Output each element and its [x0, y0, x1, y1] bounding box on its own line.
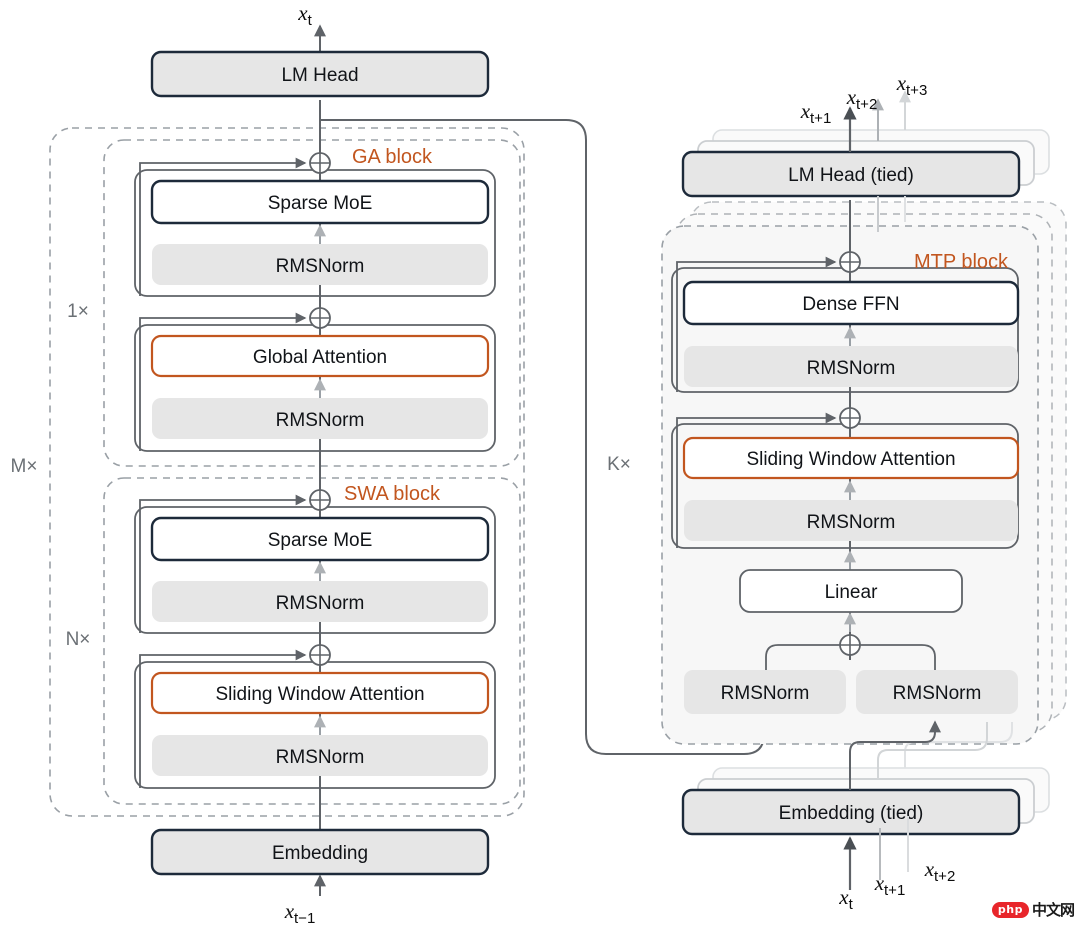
sliding-window-attention-label: Sliding Window Attention	[215, 684, 424, 705]
mtp-merge-rmsnorm-left-label: RMSNorm	[721, 683, 810, 704]
trunk-to-mtp-connector	[320, 119, 770, 755]
sliding-window-attention-box[interactable]	[150, 671, 490, 715]
swa-block-dashed	[103, 477, 521, 805]
mtp-rmsnorm-lower-label: RMSNorm	[807, 512, 896, 533]
lm-head-label: LM Head	[281, 65, 358, 86]
swa-sparse-moe-box[interactable]	[150, 516, 490, 562]
mtp-multiplier: K×	[607, 454, 631, 475]
dense-ffn-label: Dense FFN	[802, 294, 899, 315]
mtp-merge-right-branch	[860, 644, 936, 670]
mtp-sliding-window-attention-box[interactable]	[682, 436, 1020, 480]
swa-attn-skip-path	[139, 649, 307, 788]
mtp-merge-rmsnorm-left-box[interactable]	[684, 670, 846, 714]
swa-sparse-moe-label: Sparse MoE	[268, 530, 373, 551]
ga-attn-skip-path	[139, 312, 307, 451]
mtp-merge-rmsnorm-right-label: RMSNorm	[893, 683, 982, 704]
embedding-to-right-rmsnorm	[849, 720, 941, 790]
mtp-output-token-1: xt+1	[800, 99, 832, 127]
lm-head-tied-label: LM Head (tied)	[788, 165, 914, 186]
watermark-text: 中文网	[1031, 901, 1075, 919]
mtp-rmsnorm-upper-label: RMSNorm	[807, 358, 896, 379]
embedding-route-light-3	[904, 722, 1013, 768]
swa-block-name: SWA block	[344, 483, 441, 505]
mtp-ffn-skip-path	[676, 256, 837, 392]
main-output-token: xt	[297, 1, 312, 29]
ga-moe-add-glyph	[310, 153, 330, 173]
mtp-attn-add-glyph	[840, 408, 860, 428]
embedding-tied-label: Embedding (tied)	[779, 803, 924, 824]
swa-multiplier: N×	[66, 629, 91, 650]
dense-ffn-box[interactable]	[682, 280, 1020, 326]
ga-rmsnorm-upper-label: RMSNorm	[276, 256, 365, 277]
mtp-merge-left-branch	[765, 644, 840, 670]
linear-box[interactable]	[739, 569, 963, 613]
mtp-output-token-3: xt+3	[896, 71, 928, 99]
mtp-sliding-window-attention-label: Sliding Window Attention	[746, 449, 955, 470]
global-attention-box[interactable]	[150, 334, 490, 378]
mtp-rmsnorm-upper-box[interactable]	[684, 346, 1018, 387]
global-attention-label: Global Attention	[253, 347, 387, 368]
ga-multiplier: 1×	[67, 301, 89, 322]
embedding-label: Embedding	[272, 843, 368, 864]
mtp-block-name: MTP block	[914, 251, 1009, 273]
main-tower-multiplier: M×	[11, 456, 38, 477]
ga-sparse-moe-box[interactable]	[150, 179, 490, 225]
main-input-token: xt−1	[284, 899, 316, 926]
ga-rmsnorm-lower-box[interactable]	[152, 398, 488, 439]
swa-rmsnorm-upper-label: RMSNorm	[276, 593, 365, 614]
embedding-box[interactable]	[150, 828, 490, 876]
ga-block-dashed	[103, 139, 521, 467]
mtp-attn-skip-path	[676, 412, 837, 548]
linear-label: Linear	[825, 582, 878, 603]
swa-moe-skip-path	[139, 494, 307, 633]
embedding-route-light-2	[877, 722, 988, 779]
mtp-merge-rmsnorm-right-box[interactable]	[856, 670, 1018, 714]
watermark: php 中文网	[991, 899, 1075, 920]
ga-block-name: GA block	[352, 146, 433, 168]
mtp-output-token-2: xt+2	[846, 85, 878, 113]
main-tower-outer-dashed	[49, 127, 525, 817]
mtp-merge-add-glyph	[840, 635, 860, 655]
swa-rmsnorm-lower-label: RMSNorm	[276, 747, 365, 768]
ga-sparse-moe-label: Sparse MoE	[268, 193, 373, 214]
ga-attn-add-glyph	[310, 308, 330, 328]
mtp-input-token-3: xt+2	[924, 857, 956, 885]
swa-attn-add-glyph	[310, 645, 330, 665]
swa-rmsnorm-upper-box[interactable]	[152, 581, 488, 622]
ga-moe-skip-path	[139, 157, 307, 296]
lm-head-box[interactable]	[150, 50, 490, 98]
mtp-ffn-add-glyph	[840, 252, 860, 272]
swa-rmsnorm-lower-box[interactable]	[152, 735, 488, 776]
ga-rmsnorm-lower-label: RMSNorm	[276, 410, 365, 431]
ga-rmsnorm-upper-box[interactable]	[152, 244, 488, 285]
mtp-input-token-2: xt+1	[874, 871, 906, 899]
watermark-badge: php	[991, 901, 1029, 918]
swa-moe-add-glyph	[310, 490, 330, 510]
mtp-rmsnorm-lower-box[interactable]	[684, 500, 1018, 541]
mtp-input-token-1: xt	[838, 885, 853, 913]
